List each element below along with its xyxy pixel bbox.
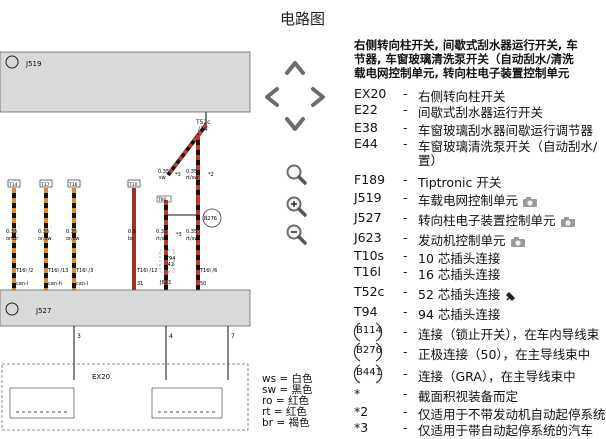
wire-size: 0.35 [186,169,197,175]
j527-block: J527 [0,289,251,327]
page-title: 电路图 [279,10,325,28]
t94-label: T94 [165,256,175,262]
wire-color: ortbr [6,236,19,242]
wire-color: rt/sw [186,175,198,181]
pan-down-button[interactable] [284,116,306,134]
j519-block: J519 [0,51,251,113]
connector-sub: can-h [48,281,62,287]
color-key-row: rt = 红色 [262,406,307,418]
pan-up-button[interactable] [284,58,306,76]
fuse-row: T14 T17 T16 T10 [7,179,141,188]
j527-label: J527 [35,307,51,315]
zoom-in-button[interactable] [284,194,308,218]
lower-wires: 3 4 7 [73,326,235,380]
zoom-fit-icon [286,164,307,185]
pan-left-button[interactable] [262,86,280,108]
nav-panel [250,36,350,430]
wire-size: 0.35 [6,229,17,235]
pan-right-button[interactable] [310,86,328,108]
wire-size: 0.35 [156,229,167,235]
zoom-fit-button[interactable] [284,162,308,186]
wire-color: rt/sw [186,236,198,242]
connector-sub: 31 [137,281,143,287]
wire-size: 0.35 [66,229,77,235]
wire-labels: 0.35 ortbr 0.35 or/sw 0.35 or/sw 0.5 br … [6,229,198,242]
upper-wire-labels: 0.35 sw *3 0.35 rt/sw *2 T80 [156,169,214,203]
connector-label: T16l /3 [75,268,93,274]
wire-color: rt/sw [156,236,168,242]
b441-badge-icon [353,364,383,384]
mark: *2 [208,172,214,178]
legend-heading: 右侧转向柱开关, 间歇式刮水器运行开关, 车 节器, 车窗玻璃清洗泵开关（自动刮… [354,38,578,80]
wire-size: 0.35 [186,229,197,235]
wire-color: or/sw [66,236,80,242]
wire-size: 0.5 [128,229,136,235]
connector-sub: can-l [76,281,88,287]
j519-symbol [5,55,19,69]
chevron-right-icon [311,87,325,107]
j519-panel [0,51,251,113]
j623-label: J623 [159,280,171,286]
fuse-label: T17 [40,182,50,188]
fuse-label: T14 [8,182,18,188]
legend-panel: 右侧转向柱开关, 间歇式刮水器运行开关, 车 节器, 车窗玻璃清洗泵开关（自动刮… [353,38,606,438]
t52c-pin: /14 [198,126,208,133]
circuit-diagram: J519 T52c /14 T14 T17 T16 T10 [0,51,251,431]
t52c-label: T52c [195,119,211,126]
camera-icon[interactable] [510,236,526,248]
connector-plug-icon[interactable] [504,289,518,303]
color-key-row: br = 褐色 [262,417,310,429]
pin-number: 7 [231,333,235,340]
color-key-row: ws = 白色 [262,373,313,385]
fuse-label: T10 [128,182,138,188]
zoom-in-icon [286,196,307,217]
ex20-block: EX20 [1,363,249,431]
t52c-wire: T52c /14 [166,112,211,200]
fuse-label: T16 [68,182,78,188]
wire-color: br [128,236,134,242]
mark: *3 [175,172,181,178]
connector-label: T16l /12 [136,268,157,274]
color-key-row: ro = 红色 [262,395,309,407]
wire-size: 0.35 [158,169,169,175]
wire-color: or/sw [38,236,52,242]
j519-label: J519 [25,60,41,68]
connector-sub: can-l [16,281,28,287]
wire-color: sw [159,175,166,181]
b276-label: B276 [204,216,217,222]
connector-label: T16l /6 [199,268,217,274]
vertical-wires [12,188,200,290]
chevron-up-icon [285,61,305,75]
connector-label: T16l /2 [15,268,33,274]
b114-badge-icon [353,322,383,342]
camera-icon[interactable] [522,196,538,208]
connector-label: T16l /13 [47,268,68,274]
fuse-label: T80 [157,197,167,203]
pin-number: 3 [77,333,81,340]
wire-size: 0.35 [38,229,49,235]
j623-block: T94 /42 J623 [159,249,175,286]
b276-badge-icon [353,342,383,362]
camera-icon[interactable] [560,216,576,228]
ex20-label: EX20 [92,373,110,381]
chevron-down-icon [285,117,305,131]
t94-pin: /42 [166,262,174,268]
connector-sub: 50 [200,281,206,287]
connector-labels: T16l /2 can-l T16l /13 can-h T16l /3 can… [15,268,217,287]
mark: *3 [176,232,182,238]
pin-number: 4 [169,333,173,340]
zoom-out-button[interactable] [284,222,308,246]
color-key: ws = 白色 sw = 黑色 ro = 红色 rt = 红色 br = 褐色 [262,374,313,429]
chevron-left-icon [265,87,279,107]
zoom-out-icon [286,224,307,245]
b276-node: B276 [202,208,222,228]
color-key-row: sw = 黑色 [262,384,313,396]
